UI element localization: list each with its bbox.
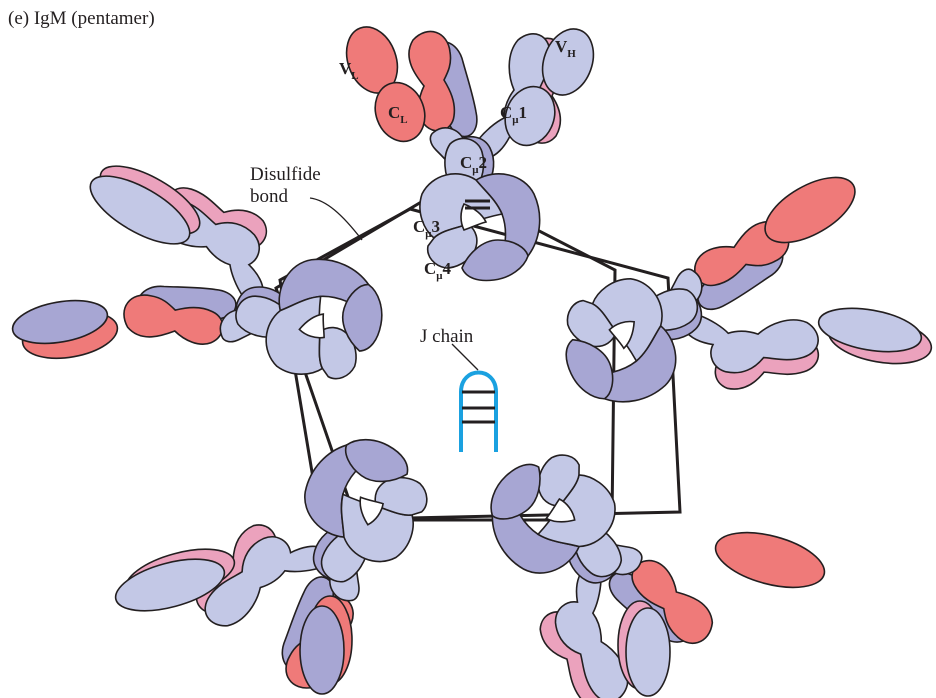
j-chain [461,373,496,453]
monomer-upper-right [544,216,829,440]
figure-title: (e) IgM (pentamer) [8,8,155,29]
j-chain-leader [452,344,478,370]
fab-lobe-lb-2 [300,606,344,694]
fab-lobe-lr-1 [710,522,831,597]
j-chain-label: J chain [420,326,474,347]
fab-lobe-rb-2 [626,608,670,696]
monomer-lower-right [449,426,721,698]
disulfide-label-line1: Disulfide [250,164,321,185]
disulfide-leader [310,198,362,240]
disulfide-label-line2: bond [250,186,289,207]
monomer-units [118,31,829,698]
